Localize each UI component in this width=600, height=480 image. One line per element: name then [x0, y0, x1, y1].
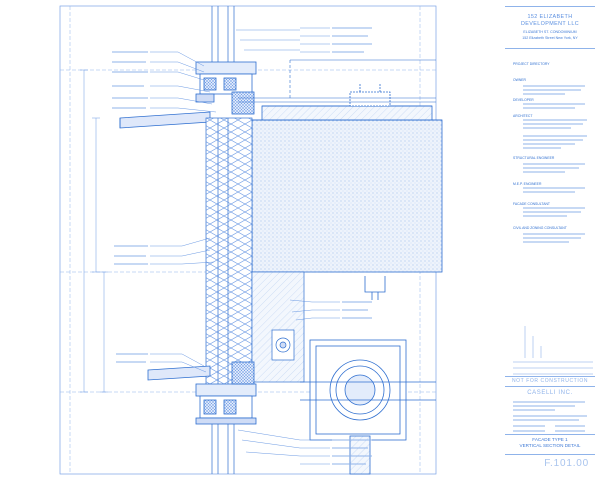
stamp-name: CASELLI INC. [527, 390, 573, 396]
owner-heading: OWNER [513, 78, 526, 82]
project-name-line-1: 152 ELIZABETH [527, 14, 573, 20]
facade-heading: FACADE CONSULTANT [513, 202, 550, 206]
developer-heading: DEVELOPER [513, 98, 534, 102]
project-name-line-2: DEVELOPMENT LLC [520, 21, 580, 27]
drawing-title-2: VERTICAL SECTION DETAIL [519, 443, 581, 448]
callout-note-marks [112, 27, 372, 465]
project-subtitle-2: 152 Elizabeth Street New York, NY [522, 36, 578, 40]
title-block: 152 ELIZABETH DEVELOPMENT LLC ELIZABETH … [505, 6, 595, 474]
insulation-wall [205, 117, 305, 387]
mep-heading: M.E.P. ENGINEER [513, 182, 542, 186]
not-for-construction-label: NOT FOR CONSTRUCTION [511, 378, 589, 384]
concrete-slab [251, 84, 443, 300]
leader-lines [150, 27, 340, 465]
drawing-title-1: FACADE TYPE 1 [532, 437, 568, 442]
floor-line [238, 59, 436, 103]
consultant-text-marks [513, 85, 593, 375]
transom-bottom [147, 361, 257, 425]
civil-heading: CIVIL AND ZONING CONSULTANT [513, 226, 567, 230]
dimension-lines [80, 69, 108, 393]
structural-heading: STRUCTURAL ENGINEER [513, 156, 555, 160]
directory-heading: PROJECT DIRECTORY [513, 62, 550, 66]
transom-top [119, 61, 257, 129]
glazing-mullion [211, 6, 235, 474]
project-subtitle-1: ELIZABETH ST. CONDOMINIUM [523, 30, 577, 34]
stamp-text-marks [513, 401, 587, 432]
architect-heading: ARCHITECT [513, 114, 533, 118]
mechanical-unit [300, 339, 436, 475]
sheet-number: F.101.00 [544, 458, 589, 469]
